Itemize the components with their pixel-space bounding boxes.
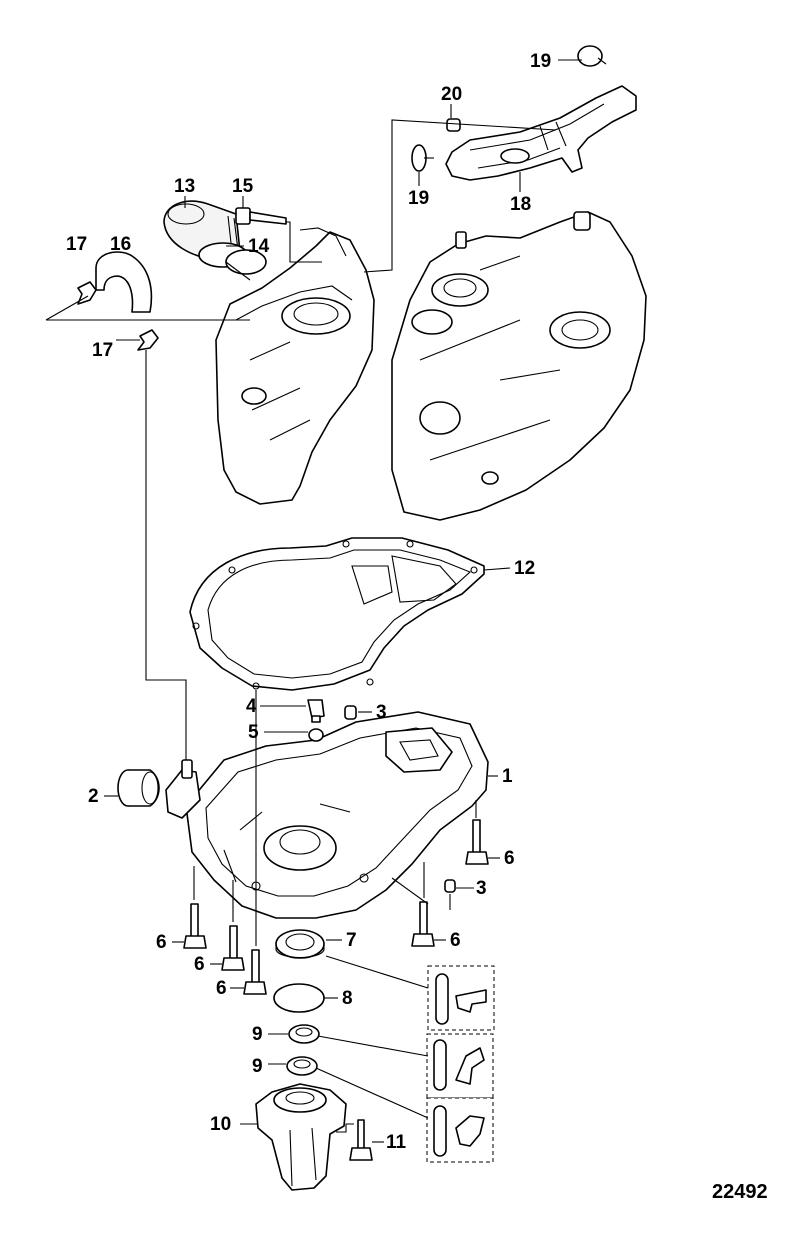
callout-4: 4 [246, 696, 257, 717]
callout-13: 13 [174, 176, 195, 197]
part-9-lower-seal [286, 1056, 318, 1076]
part-3-lower-dowel [444, 879, 456, 893]
callout-9-bottom: 9 [252, 1056, 263, 1077]
part-17-upper-clamp [77, 281, 97, 305]
cylinder-block-left-half [215, 227, 375, 505]
callout-19-bottom: 19 [408, 188, 429, 209]
seal-detail-box-1 [427, 965, 495, 1031]
callout-1: 1 [502, 766, 513, 787]
callout-11: 11 [386, 1132, 407, 1153]
seal-detail-box-2 [426, 1033, 494, 1099]
fitting-nipple [165, 759, 201, 819]
part-6-bolt-right-lower [411, 901, 435, 947]
callout-6-right-upper: 6 [504, 848, 515, 869]
part-4-fitting [307, 699, 325, 723]
callout-7: 7 [346, 930, 357, 951]
callout-6-left-1: 6 [156, 932, 167, 953]
callout-8: 8 [342, 988, 353, 1009]
callout-6-right-lower: 6 [450, 930, 461, 951]
part-19-lower-washer [411, 144, 434, 172]
callout-17-top: 17 [66, 234, 87, 255]
cylinder-block-right-half [391, 211, 647, 521]
callout-20: 20 [441, 84, 462, 105]
leader-lines [45, 59, 582, 1143]
callout-10: 10 [210, 1114, 231, 1135]
callout-14: 14 [248, 236, 270, 257]
seal-detail-box-3 [426, 1097, 494, 1163]
part-5-washer [308, 728, 324, 742]
part-6-bolt-left-1 [183, 903, 207, 949]
part-19-upper-washer [577, 45, 607, 67]
callout-3-bottom: 3 [476, 878, 487, 899]
callout-9-top: 9 [252, 1024, 263, 1045]
callout-15: 15 [232, 176, 254, 197]
part-7-oil-seal [275, 929, 325, 959]
part-6-bolt-left-2 [221, 925, 245, 971]
part-11-screw [349, 1119, 373, 1161]
part-6-bolt-left-3 [243, 949, 267, 995]
callout-6-left-3: 6 [216, 978, 227, 999]
callout-2: 2 [88, 786, 99, 807]
part-12-gasket [189, 537, 485, 691]
part-18-lever-arm [445, 85, 637, 181]
part-20-bushing [446, 118, 461, 132]
callout-18: 18 [510, 194, 531, 215]
callout-12: 12 [514, 558, 535, 579]
callout-5: 5 [248, 722, 259, 743]
part-6-bolt-right-upper [465, 819, 489, 865]
part-8-disc [273, 983, 325, 1013]
part-1-crankcase-cover [185, 711, 489, 919]
part-10-housing [255, 1083, 347, 1191]
part-2-seal-ring [117, 769, 160, 807]
callout-19-top: 19 [530, 51, 551, 72]
callout-16: 16 [110, 234, 131, 255]
part-9-upper-seal [288, 1024, 320, 1044]
callout-17-bottom: 17 [92, 340, 113, 361]
part-3-upper-dowel [344, 705, 357, 720]
callout-3-top: 3 [376, 702, 387, 723]
part-16-hose-elbow [95, 251, 153, 313]
figure-number: 22492 [712, 1181, 768, 1203]
part-17-lower-clamp [137, 329, 159, 351]
callout-6-left-2: 6 [194, 954, 205, 975]
part-15-screw [235, 207, 287, 225]
callout-labels: 19 20 19 18 13 15 14 17 16 17 12 4 3 5 1… [66, 51, 551, 1153]
